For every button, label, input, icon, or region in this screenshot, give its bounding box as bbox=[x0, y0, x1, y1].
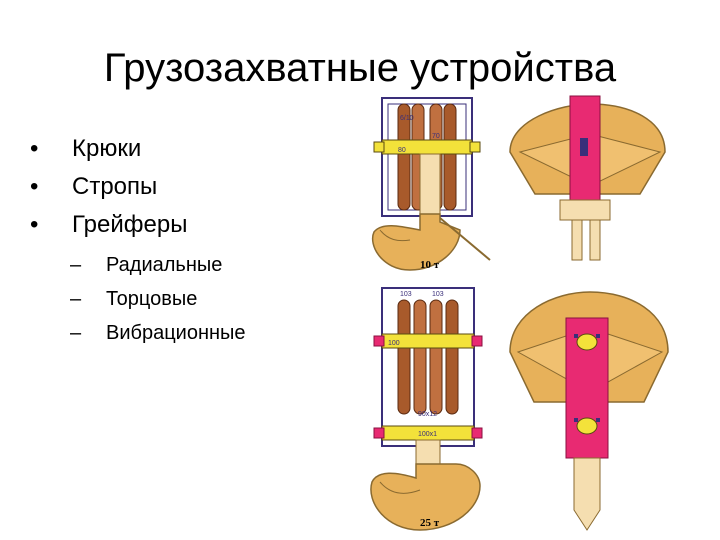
slide-title: Грузозахватные устройства bbox=[103, 46, 617, 90]
capacity-label: 10 т bbox=[420, 259, 440, 271]
dim-label: 6/10 bbox=[400, 115, 414, 122]
bullet-list: Крюки Стропы Грейферы bbox=[30, 130, 187, 244]
pulley bbox=[445, 299, 459, 415]
bullet-item-grabs: Грейферы bbox=[30, 206, 187, 244]
dim-label: 70 bbox=[432, 133, 440, 140]
bullet-item-slings: Стропы bbox=[30, 168, 187, 206]
pulley bbox=[443, 103, 457, 211]
dim-label: 90x12 bbox=[418, 411, 437, 418]
capacity-label: 25 т bbox=[420, 517, 440, 529]
dim-label: 103 bbox=[400, 291, 412, 298]
pulley bbox=[397, 103, 411, 211]
top-hook-front-view: 6/10 80 70 10 т bbox=[371, 97, 491, 271]
dim-label: 80 bbox=[398, 147, 406, 154]
pulley bbox=[429, 299, 443, 415]
sub-bullet-end: Торцовые bbox=[70, 282, 246, 316]
dim-label: 100 bbox=[388, 340, 400, 347]
sub-bullet-vibration: Вибрационные bbox=[70, 316, 246, 350]
dim-label: 100x1 bbox=[418, 431, 437, 438]
pulley bbox=[397, 299, 411, 415]
pulley bbox=[413, 299, 427, 415]
dim-label: 103 bbox=[432, 291, 444, 298]
bullet-item-hooks: Крюки bbox=[30, 130, 187, 168]
sub-bullet-list: Радиальные Торцовые Вибрационные bbox=[70, 248, 246, 350]
hook-diagram: 6/10 80 70 10 т 103 bbox=[370, 95, 669, 531]
bottom-hook-front-view: 103 103 100 90x12 100x1 283 25 т bbox=[370, 287, 483, 531]
bottom-grab-side-view bbox=[509, 291, 669, 531]
top-grab-side-view bbox=[509, 95, 666, 261]
sub-bullet-radial: Радиальные bbox=[70, 248, 246, 282]
